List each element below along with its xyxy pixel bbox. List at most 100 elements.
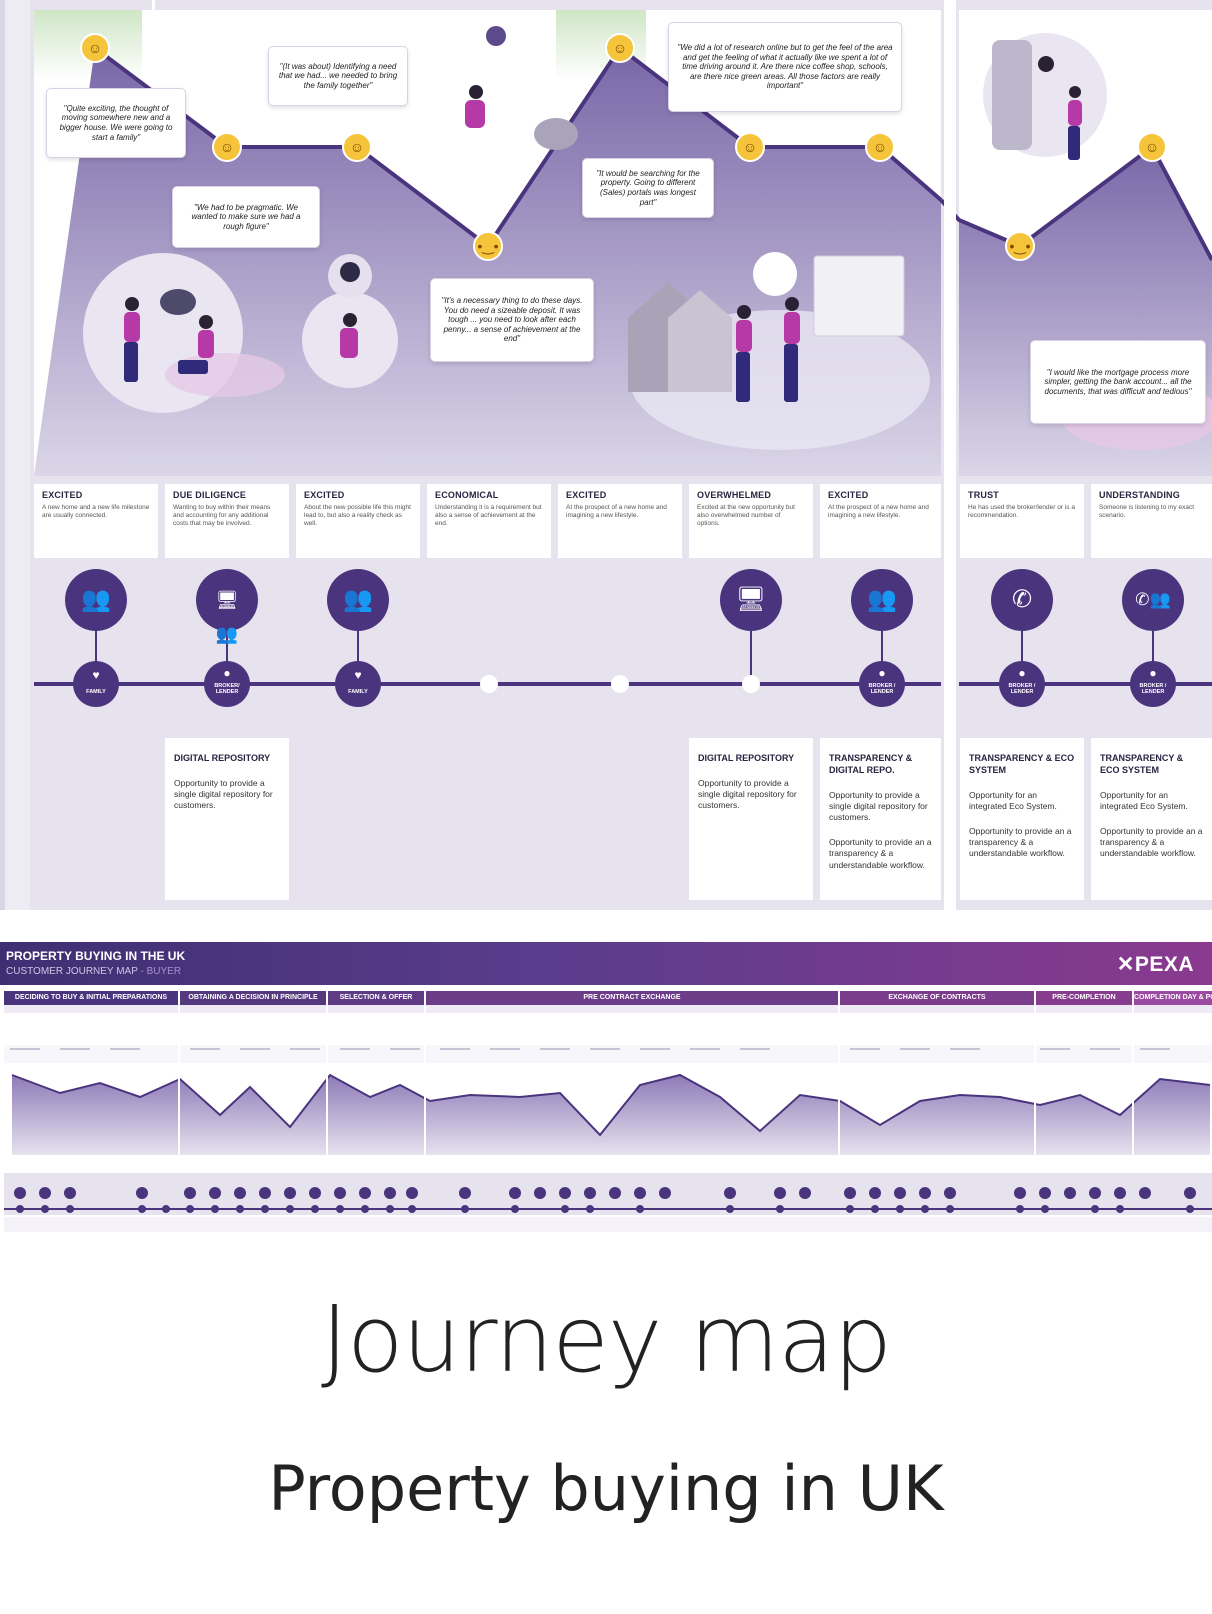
- poster-header: PROPERTY BUYING IN THE UK CUSTOMER JOURN…: [0, 942, 1212, 985]
- emoji-happy-icon: ☺: [605, 33, 635, 63]
- emoji-happy-icon: ☺: [212, 132, 242, 162]
- emotion-title: TRUST: [968, 490, 999, 500]
- emoji-happy-icon: ☺: [1137, 132, 1167, 162]
- people-label-family: FAMILY: [348, 689, 368, 695]
- poster-subtitle-suffix: - BUYER: [140, 966, 182, 977]
- quote-bubble: "Quite exciting, the thought of moving s…: [46, 88, 186, 158]
- emoji-neutral-icon: •‿•: [1005, 231, 1035, 261]
- opportunity-card: TRANSPARENCY & DIGITAL REPO. Opportunity…: [820, 738, 941, 900]
- page-title: Journey map: [321, 1286, 892, 1393]
- phase-header: EXCHANGE OF CONTRACTS: [840, 991, 1034, 1005]
- person-icon: ●: [1149, 666, 1157, 680]
- heart-icon: ♥: [354, 668, 362, 682]
- quote-bubble: "It would be searching for the property.…: [582, 158, 714, 218]
- phone-icon: ✆: [1011, 586, 1033, 613]
- emotion-card: EXCITED A new home and a new life milesto…: [34, 484, 158, 558]
- emotion-title: ECONOMICAL: [435, 490, 499, 500]
- opportunity-title: TRANSPARENCY & DIGITAL REPO.: [829, 753, 913, 776]
- quote-bubble: "We had to be pragmatic. We wanted to ma…: [172, 186, 320, 248]
- emotion-desc: Someone is listening to my exact scenari…: [1099, 504, 1195, 520]
- emotion-title: EXCITED: [42, 490, 83, 500]
- poster-title: PROPERTY BUYING IN THE UK: [6, 949, 186, 963]
- emotion-title: EXCITED: [828, 490, 869, 500]
- quote-bubble: "I would like the mortgage process more …: [1030, 340, 1206, 424]
- opportunity-text: Opportunity to provide a single digital …: [829, 790, 928, 823]
- journey-map-detail: ☺ ☺ ☺ •‿• ☺ ☺ ☺ •‿• ☺ "Quite exciting, t…: [0, 0, 1212, 910]
- opportunity-card: DIGITAL REPOSITORY Opportunity to provid…: [689, 738, 813, 900]
- group-people-icon: 👥: [343, 586, 373, 613]
- opportunity-card: DIGITAL REPOSITORY Opportunity to provid…: [165, 738, 289, 900]
- person-icon: ●: [223, 666, 231, 680]
- opportunity-card: TRANSPARENCY & ECO SYSTEM Opportunity fo…: [960, 738, 1084, 900]
- pexa-x-icon: ✕: [1116, 953, 1135, 976]
- emotion-desc: At the prospect of a new home and imagin…: [828, 504, 929, 520]
- emotion-title: EXCITED: [566, 490, 607, 500]
- computer-and-people-icon: 🖥👥: [215, 590, 239, 644]
- opportunity-text: Opportunity to provide a single digital …: [698, 778, 797, 811]
- touchpoint-timeline: [34, 569, 1212, 707]
- opportunity-card: TRANSPARENCY & ECO SYSTEM Opportunity fo…: [1091, 738, 1212, 900]
- emoji-neutral-icon: •‿•: [473, 231, 503, 261]
- group-people-icon: 👥: [81, 586, 111, 613]
- computer-icon: 🖥: [735, 586, 767, 613]
- phase-header: DECIDING TO BUY & INITIAL PREPARATIONS: [4, 991, 178, 1005]
- opportunity-text: Opportunity for an integrated Eco System…: [969, 790, 1057, 812]
- phase-header: SELECTION & OFFER: [328, 991, 424, 1005]
- people-label-broker-lender: BROKER / LENDER: [1008, 683, 1036, 695]
- phase-header: PRE CONTRACT EXCHANGE: [426, 991, 838, 1005]
- emotion-card: DUE DILIGENCE Wanting to buy within their…: [165, 484, 289, 558]
- heart-icon: ♥: [92, 668, 100, 682]
- emotion-card: EXCITED About the new possible life this …: [296, 484, 420, 558]
- page-subtitle: Property buying in UK: [268, 1452, 944, 1525]
- people-label-broker-lender: BROKER / LENDER: [1139, 683, 1167, 695]
- emotion-card: EXCITED At the prospect of a new home and…: [820, 484, 941, 558]
- emotion-card: ECONOMICAL Understanding it is a requirem…: [427, 484, 551, 558]
- emotion-card: UNDERSTANDING Someone is listening to my …: [1091, 484, 1212, 558]
- emotion-title: DUE DILIGENCE: [173, 490, 247, 500]
- emoji-happy-icon: ☺: [80, 33, 110, 63]
- emoji-happy-icon: ☺: [735, 132, 765, 162]
- emotion-card: OVERWHELMED Excited at the new opportunit…: [689, 484, 813, 558]
- quote-bubble: "It's a necessary thing to do these days…: [430, 278, 594, 362]
- emotion-title: OVERWHELMED: [697, 490, 772, 500]
- person-icon: ●: [1018, 666, 1026, 680]
- opportunity-title: TRANSPARENCY & ECO SYSTEM: [1100, 753, 1184, 776]
- phase-header: COMPLETION DAY & POST: [1134, 991, 1212, 1005]
- emotion-desc: Excited at the new opportunity but also …: [697, 504, 795, 528]
- opportunity-text-secondary: Opportunity to provide an a transparency…: [829, 837, 932, 870]
- emotion-desc: About the new possible life this might l…: [304, 504, 411, 528]
- opportunity-text: Opportunity for an integrated Eco System…: [1100, 790, 1188, 812]
- poster-thumbnail-graphics: [4, 1005, 1212, 1232]
- phase-header: PRE-COMPLETION: [1036, 991, 1132, 1005]
- journey-map-poster: PROPERTY BUYING IN THE UK CUSTOMER JOURN…: [0, 942, 1212, 1232]
- emotion-title: EXCITED: [304, 490, 345, 500]
- poster-subtitle-main: CUSTOMER JOURNEY MAP: [6, 966, 138, 977]
- emotion-desc: At the prospect of a new home and imagin…: [566, 504, 667, 520]
- phone-and-people-icon: ✆👥: [1135, 590, 1171, 609]
- phase-header: OBTAINING A DECISION IN PRINCIPLE: [180, 991, 326, 1005]
- quote-bubble: "We did a lot of research online but to …: [668, 22, 902, 112]
- emoji-happy-icon: ☺: [865, 132, 895, 162]
- group-people-icon: 👥: [867, 586, 897, 613]
- opportunity-title: DIGITAL REPOSITORY: [698, 753, 795, 763]
- emotion-desc: He has used the broker/lender or is a re…: [968, 504, 1075, 520]
- emoji-happy-icon: ☺: [342, 132, 372, 162]
- emotion-title: UNDERSTANDING: [1099, 490, 1180, 500]
- people-label-broker-lender: BROKER / LENDER: [868, 683, 896, 695]
- poster-subtitle: CUSTOMER JOURNEY MAP - BUYER: [6, 966, 181, 977]
- emotion-desc: Wanting to buy within their means and ac…: [173, 504, 271, 528]
- emotion-desc: Understanding it is a requirement but al…: [435, 504, 542, 528]
- opportunity-text-secondary: Opportunity to provide an a transparency…: [969, 826, 1072, 859]
- quote-bubble: "(It was about) Identifying a need that …: [268, 46, 408, 106]
- emotion-card: EXCITED At the prospect of a new home and…: [558, 484, 682, 558]
- pexa-logo: ✕PEXA: [1117, 952, 1194, 977]
- emotion-card: TRUST He has used the broker/lender or is…: [960, 484, 1084, 558]
- people-label-broker-lender: BROKER/ LENDER: [214, 683, 240, 695]
- opportunity-title: DIGITAL REPOSITORY: [174, 753, 271, 763]
- person-icon: ●: [878, 666, 886, 680]
- emotion-desc: A new home and a new life milestone are …: [42, 504, 150, 520]
- opportunity-text-secondary: Opportunity to provide an a transparency…: [1100, 826, 1203, 859]
- pexa-logo-text: PEXA: [1134, 953, 1194, 976]
- people-label-family: FAMILY: [86, 689, 106, 695]
- opportunity-title: TRANSPARENCY & ECO SYSTEM: [969, 753, 1075, 776]
